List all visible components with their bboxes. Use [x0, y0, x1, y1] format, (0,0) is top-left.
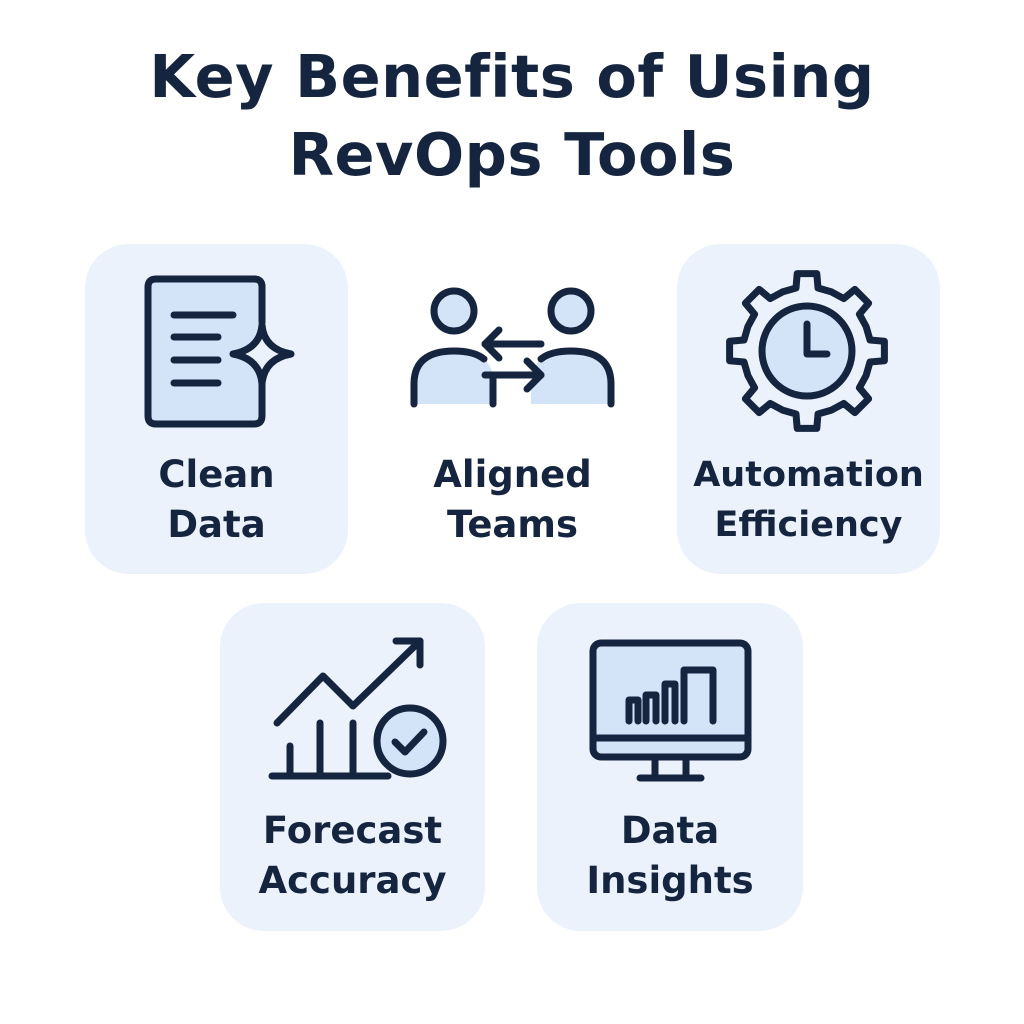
benefit-card-clean-data: Clean Data	[85, 244, 348, 574]
benefit-card-data-insights: Data Insights	[537, 603, 803, 931]
document-sparkle-icon	[144, 275, 295, 428]
monitor-bar-chart-icon	[589, 639, 752, 782]
benefit-label: Clean Data	[158, 453, 275, 546]
benefit-label: Forecast Accuracy	[258, 809, 447, 902]
benefit-card-automation-efficiency: Automation Efficiency	[677, 244, 940, 574]
benefit-label: Aligned Teams	[433, 453, 592, 546]
benefit-label: Automation Efficiency	[693, 455, 924, 545]
benefit-card-aligned-teams: Aligned Teams	[381, 244, 644, 574]
title-line-1: Key Benefits of Using	[149, 42, 875, 111]
benefit-card-forecast-accuracy: Forecast Accuracy	[220, 603, 485, 931]
growth-chart-check-icon	[268, 637, 447, 780]
people-exchange-icon	[410, 287, 615, 408]
benefit-label: Data Insights	[586, 809, 754, 902]
gear-clock-icon	[726, 270, 888, 432]
title-line-2: RevOps Tools	[288, 120, 736, 189]
page-title: Key Benefits of Using RevOps Tools	[0, 38, 1024, 194]
